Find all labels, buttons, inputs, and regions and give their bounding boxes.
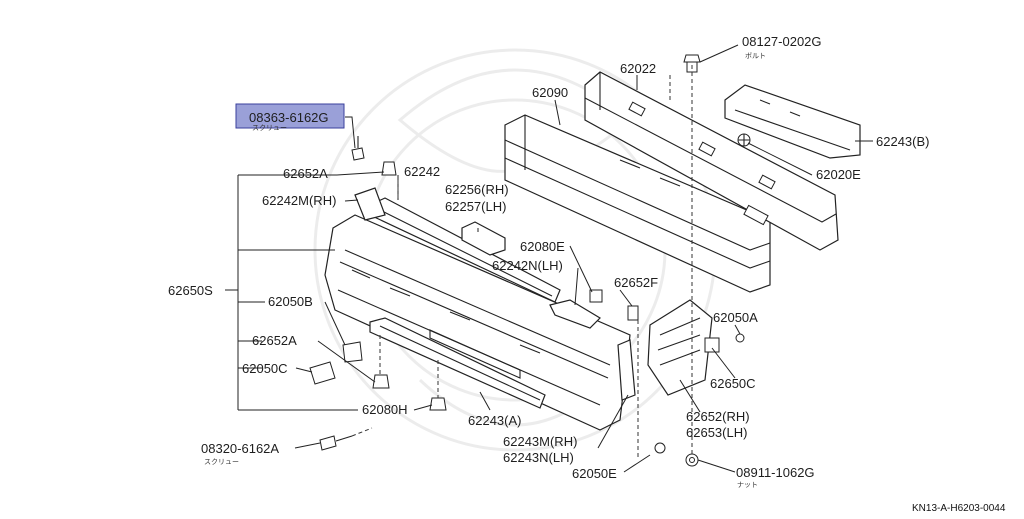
bumper-cover [324, 214, 631, 431]
label-62650c: 62650C [710, 376, 756, 391]
label-62050c: 62050C [242, 361, 288, 376]
screw-08320 [319, 435, 353, 451]
label-08363: 08363-6162G [249, 110, 329, 125]
label-08320: 08320-6162A [201, 441, 279, 456]
diagram-code: KN13-A-H6203-0044 [912, 503, 1006, 514]
label-62090: 62090 [532, 85, 568, 100]
label-62080e: 62080E [520, 239, 565, 254]
label-08320-sub: スクリュー [204, 458, 239, 466]
label-08127-sub: ボルト [745, 52, 766, 60]
label-62243b: 62243(B) [876, 134, 929, 149]
label-62022: 62022 [620, 61, 656, 76]
label-62650s: 62650S [168, 283, 213, 298]
clip-62080h [429, 397, 447, 411]
label-62243a: 62243(A) [468, 413, 521, 428]
label-62652a-top: 62652A [283, 166, 328, 181]
label-62020e: 62020E [816, 167, 861, 182]
label-62652f: 62652F [614, 275, 658, 290]
bracket-62256 [461, 221, 506, 256]
bumper-armature-62022 [584, 71, 839, 251]
bolt-08127 [683, 54, 701, 73]
label-08911: 08911-1062G [736, 465, 815, 480]
label-62050a: 62050A [713, 310, 758, 325]
side-cover-62652 [647, 299, 713, 396]
label-62080h: 62080H [362, 402, 408, 417]
bracket-62242m [354, 187, 386, 221]
clip-62050e [654, 442, 666, 454]
nut-08911 [685, 453, 699, 467]
label-62050b: 62050B [268, 294, 313, 309]
label-62242n: 62242N(LH) [492, 258, 563, 273]
label-62653lh: 62653(LH) [686, 425, 747, 440]
label-62243n: 62243N(LH) [503, 450, 574, 465]
highlight-box [235, 103, 345, 129]
screw-62050a [735, 333, 745, 343]
retainer-62243m [617, 339, 636, 401]
label-62242: 62242 [404, 164, 440, 179]
label-62257: 62257(LH) [445, 199, 506, 214]
clip-62080e [589, 289, 603, 303]
label-08127: 08127-0202G [742, 34, 822, 49]
clip-62652f [627, 305, 639, 321]
clip-62020e [737, 133, 751, 147]
pad-62050b [342, 341, 363, 363]
label-62243m: 62243M(RH) [503, 434, 577, 449]
clip-62652a-lower [372, 374, 390, 389]
leader-lines [225, 44, 873, 473]
screw-08363 [351, 136, 365, 161]
label-62652rh: 62652(RH) [686, 409, 750, 424]
label-08911-sub: ナット [737, 481, 758, 489]
label-62050e: 62050E [572, 466, 617, 481]
pad-62050c [309, 361, 336, 385]
bumper-reinforcement-62090 [504, 114, 771, 293]
label-62652a-mid: 62652A [252, 333, 297, 348]
bracket-62242n [549, 299, 601, 329]
label-62256: 62256(RH) [445, 182, 509, 197]
clip-62652a-top [381, 161, 397, 176]
retainer-62243a [369, 317, 546, 409]
bracket-62650c [704, 337, 720, 353]
bracket-62243b [724, 84, 861, 159]
label-62242m: 62242M(RH) [262, 193, 336, 208]
label-08363-sub: スクリュー [252, 124, 287, 132]
